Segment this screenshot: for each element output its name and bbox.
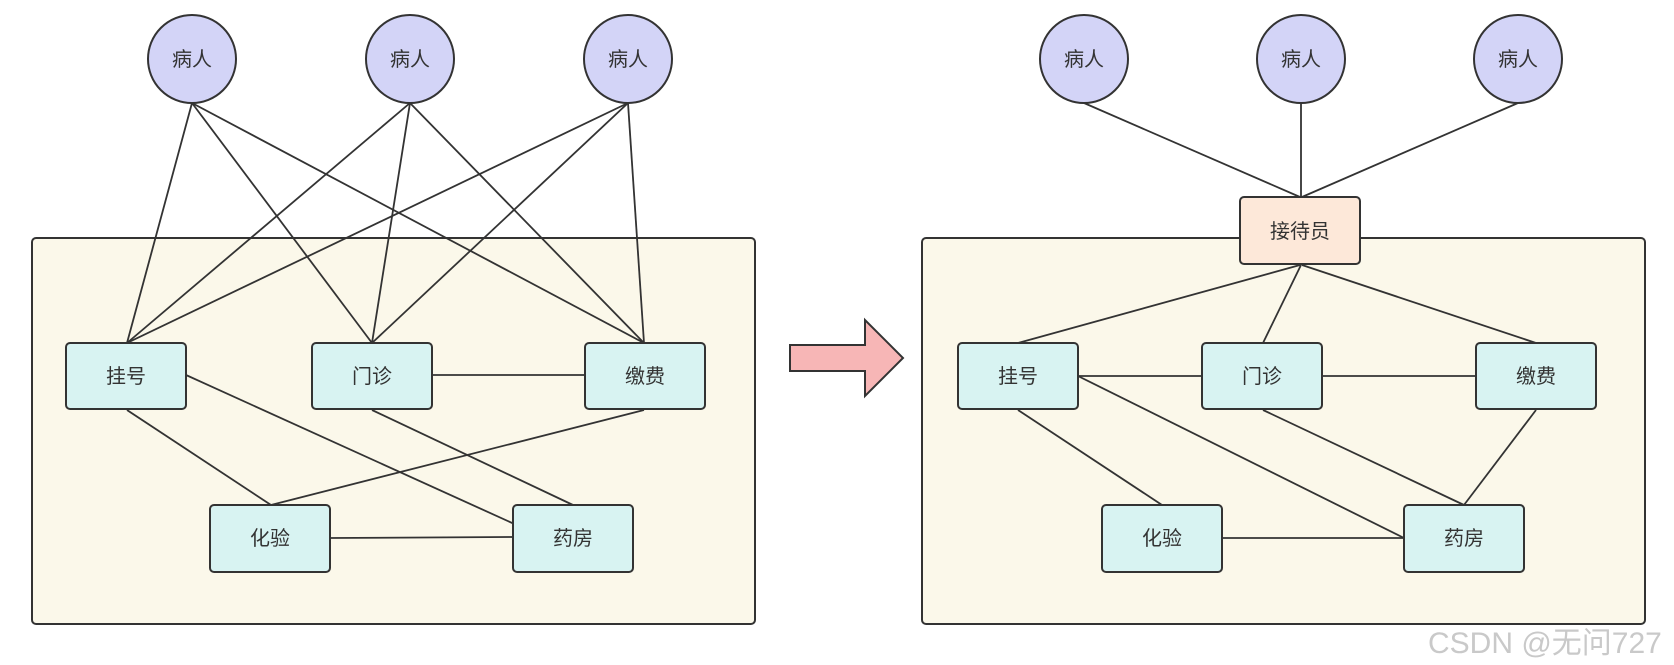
- edge: [191, 102, 645, 344]
- edge: [329, 536, 514, 539]
- node-label: 缴费: [625, 364, 665, 388]
- edge: [1463, 409, 1537, 506]
- edge: [1017, 264, 1301, 344]
- edge: [1301, 102, 1519, 198]
- node-label: 挂号: [998, 364, 1038, 388]
- node-label: 缴费: [1516, 364, 1556, 388]
- edge: [270, 409, 645, 506]
- after-patient-1: 病人: [1039, 14, 1129, 104]
- patient-label: 病人: [1064, 47, 1104, 71]
- after-node-payment: 缴费: [1475, 342, 1597, 410]
- edge: [126, 409, 272, 506]
- before-node-outpatient: 门诊: [311, 342, 433, 410]
- patient-label: 病人: [390, 47, 430, 71]
- before-node-registration: 挂号: [65, 342, 187, 410]
- node-label: 化验: [250, 526, 290, 550]
- node-label: 药房: [1444, 526, 1484, 550]
- after-node-pharmacy: 药房: [1403, 504, 1525, 573]
- edge: [185, 374, 544, 538]
- edge: [1262, 409, 1465, 506]
- before-node-lab: 化验: [209, 504, 331, 573]
- transition-arrow-icon: [789, 317, 905, 399]
- node-label: 门诊: [352, 364, 392, 388]
- node-label: 药房: [553, 526, 593, 550]
- patient-label: 病人: [1498, 47, 1538, 71]
- node-label: 挂号: [106, 364, 146, 388]
- before-node-payment: 缴费: [584, 342, 706, 410]
- after-node-registration: 挂号: [957, 342, 1079, 410]
- after-node-lab: 化验: [1101, 504, 1223, 573]
- before-edges: [126, 102, 645, 539]
- after-edges: [1017, 102, 1537, 539]
- node-label: 门诊: [1242, 364, 1282, 388]
- edge: [126, 102, 411, 344]
- edge: [1077, 375, 1405, 539]
- edge: [1083, 102, 1301, 198]
- edge: [627, 102, 645, 344]
- node-label: 化验: [1142, 526, 1182, 550]
- before-patient-2: 病人: [365, 14, 455, 104]
- watermark: CSDN @无问727: [1428, 627, 1662, 660]
- edge: [371, 409, 574, 506]
- edge: [126, 102, 629, 344]
- after-patient-2: 病人: [1256, 14, 1346, 104]
- edge: [409, 102, 645, 344]
- patient-label: 病人: [608, 47, 648, 71]
- after-panel: [921, 237, 1646, 625]
- before-patient-3: 病人: [583, 14, 673, 104]
- edge: [1262, 264, 1302, 344]
- edge: [1017, 409, 1163, 506]
- patient-label: 病人: [1281, 47, 1321, 71]
- before-node-pharmacy: 药房: [512, 504, 634, 573]
- patient-label: 病人: [172, 47, 212, 71]
- edge: [371, 102, 411, 344]
- edge: [371, 102, 629, 344]
- edge: [191, 102, 373, 344]
- before-patient-1: 病人: [147, 14, 237, 104]
- after-node-reception: 接待员: [1239, 196, 1361, 265]
- after-patient-3: 病人: [1473, 14, 1563, 104]
- node-label: 接待员: [1270, 219, 1330, 243]
- edge: [126, 102, 193, 344]
- edge: [1301, 264, 1537, 344]
- after-node-outpatient: 门诊: [1201, 342, 1323, 410]
